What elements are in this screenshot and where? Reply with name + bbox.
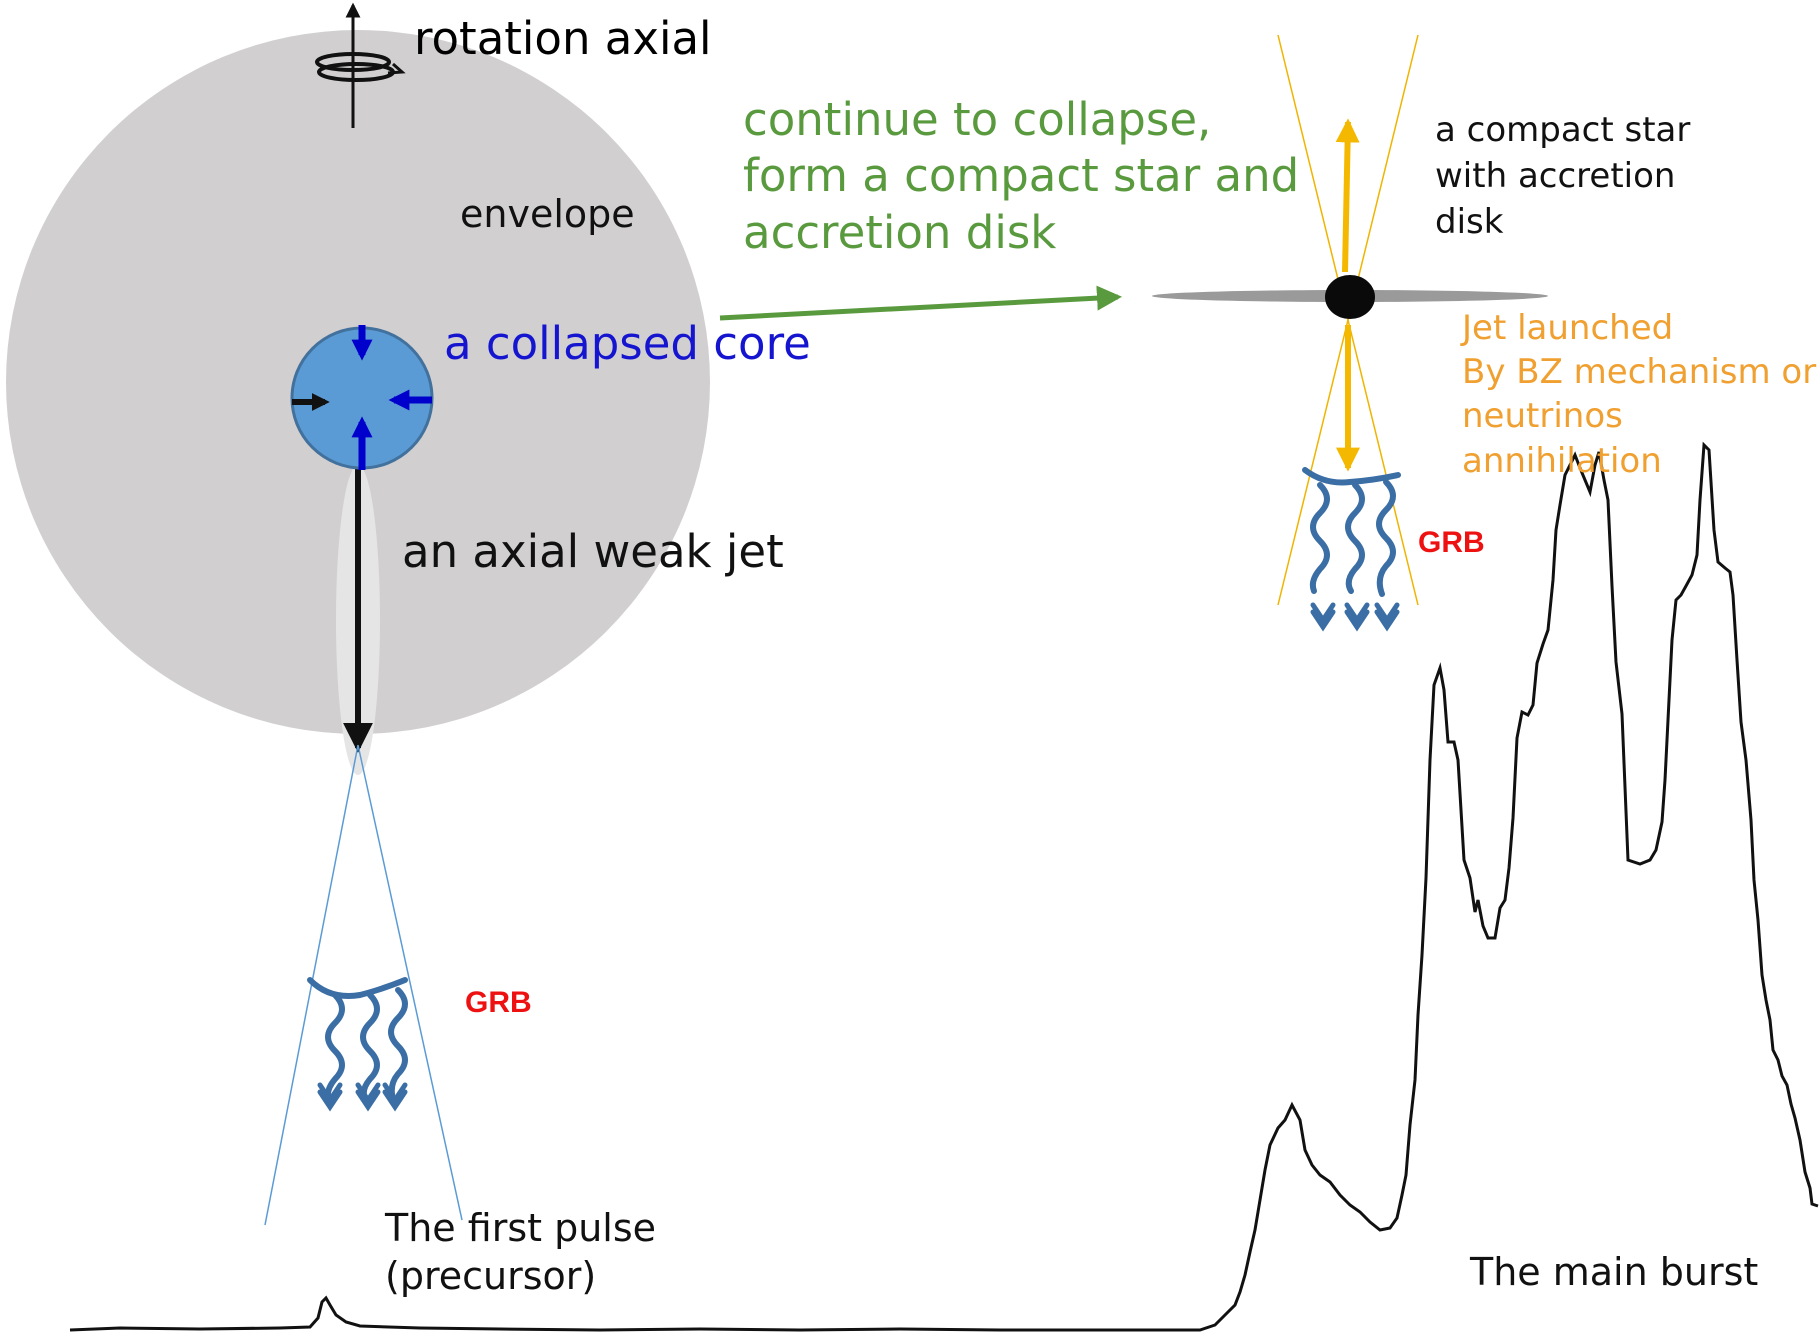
compact-star [1325, 275, 1375, 319]
grb-light-curve [69, 441, 1819, 1332]
grb-label-left: GRB [465, 986, 532, 1019]
collapsed-core-label: a collapsed core [444, 317, 811, 370]
rotation-axial-label: rotation axial [414, 12, 712, 65]
jet-launched-label: Jet launched By BZ mechanism or neutrino… [1462, 308, 1817, 481]
first-pulse-label: The first pulse (precursor) [385, 1206, 657, 1298]
main-burst-label: The main burst [1470, 1250, 1759, 1294]
continue-collapse-label: continue to collapse, form a compact sta… [743, 93, 1300, 259]
wavy-photon-arrows-icon [307, 977, 408, 1112]
wavy-photon-arrows-icon [1302, 467, 1401, 632]
grb-label-right: GRB [1418, 526, 1485, 559]
collapsed-core [290, 325, 434, 470]
transition-arrow [719, 285, 1122, 321]
envelope-label: envelope [460, 192, 635, 236]
precursor-jet-cone [264, 744, 463, 1226]
weak-jet [336, 463, 380, 775]
weak-jet-label: an axial weak jet [402, 525, 784, 578]
compact-star-system [1152, 34, 1548, 606]
rotation-axis-icon [315, 2, 406, 128]
compact-star-label: a compact star with accretion disk [1435, 110, 1691, 242]
